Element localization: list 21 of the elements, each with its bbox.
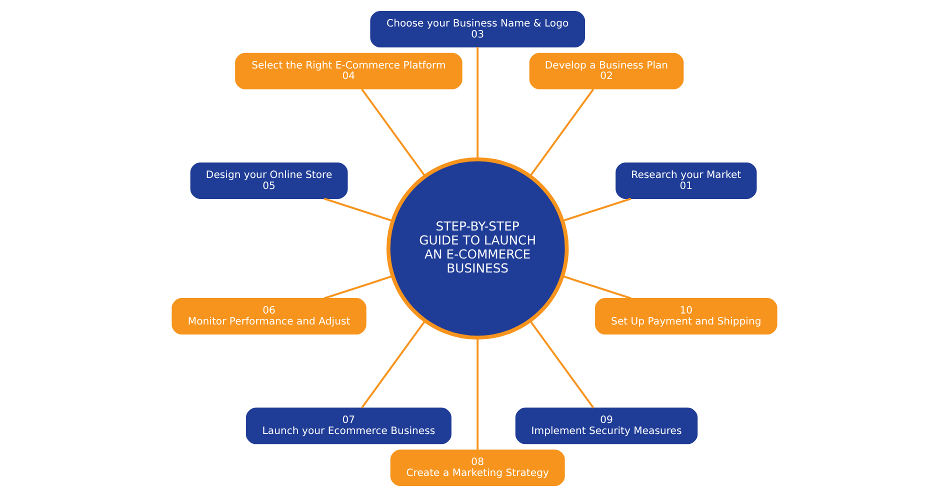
node-box: 10 Set Up Payment and Shipping [594,298,777,334]
node-box: Research your Market 01 [615,162,756,199]
connector [476,338,478,450]
connector [528,320,594,408]
node-box: Select the Right E-Commerce Platform 04 [234,52,462,90]
connector [562,198,631,222]
connector [476,47,478,160]
connector [323,198,393,222]
node-box: Develop a Business Plan 02 [528,52,684,90]
connector [528,88,594,177]
connector [323,275,393,300]
node-circle: STEP-BY-STEP GUIDE TO LAUNCH AN E-COMMERCE BUSINESS [386,157,568,340]
node-box: Choose your Business Name & Logo 03 [370,10,585,48]
node-box: Design your Online Store 05 [190,162,348,199]
connector [562,275,631,300]
node-box: 09 Implement Security Measures [514,408,698,444]
node-box: 06 Monitor Performance and Adjust [171,298,366,334]
connector [360,88,426,177]
node-box: 08 Create a Marketing Strategy [390,450,564,486]
node-box: 07 Launch your Ecommerce Business [245,408,451,444]
connector [360,320,426,408]
